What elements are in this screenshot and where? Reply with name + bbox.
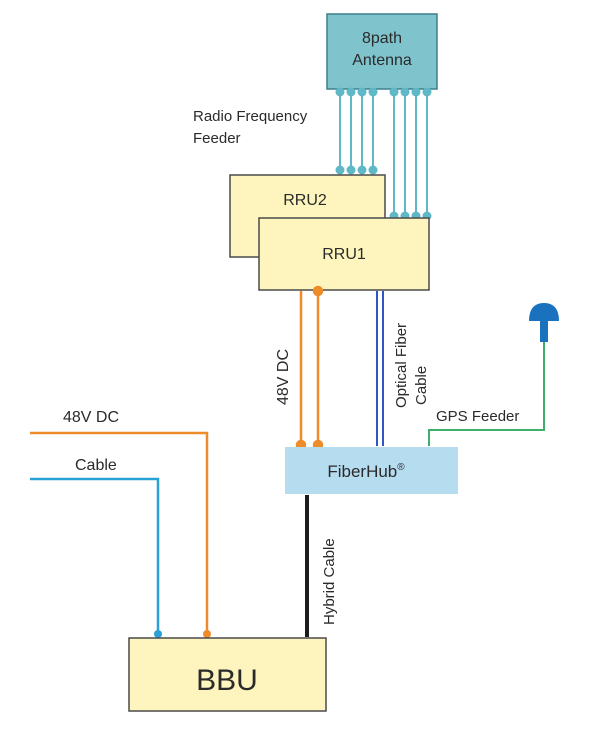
- antenna-label-line2: Antenna: [352, 52, 412, 69]
- dc-48v-vertical-label: 48V DC: [275, 349, 292, 405]
- hybrid-cable-label: Hybrid Cable: [321, 538, 338, 625]
- cable-left: [30, 477, 160, 634]
- rf-feeder-label-line1: Radio Frequency: [193, 108, 308, 125]
- optical-fiber-label-line1: Optical Fiber: [393, 323, 410, 408]
- rf-feeders-rru1: [389, 87, 432, 221]
- cable-left-label: Cable: [75, 457, 117, 474]
- dc-48v-left-label: 48V DC: [63, 409, 119, 426]
- bbu-label: BBU: [196, 664, 258, 697]
- antenna-label-line1: 8path: [362, 30, 402, 47]
- fiberhub-name: FiberHub: [327, 462, 397, 481]
- rf-feeders-rru2: [335, 87, 378, 175]
- dc-cable-left-endpoint: [203, 630, 211, 638]
- antenna-box: [326, 13, 438, 90]
- rf-feeder-label-line2: Feeder: [193, 130, 241, 147]
- gps-antenna-icon: [529, 303, 559, 342]
- dc-cables-rru1: [295, 285, 324, 451]
- rru1-label: RRU1: [322, 246, 366, 263]
- optical-fiber-cables: [376, 291, 384, 446]
- gps-feeder-label: GPS Feeder: [436, 408, 519, 425]
- cable-left-endpoint: [154, 630, 162, 638]
- optical-fiber-label-line2: Cable: [413, 366, 430, 405]
- fiberhub-label: FiberHub®: [327, 462, 405, 481]
- gps-feeder-cable: [428, 340, 545, 446]
- rru1-box: [258, 217, 430, 291]
- fiberhub-box: [285, 447, 458, 494]
- dc-cable-left: [30, 431, 209, 634]
- bbu-box: [128, 637, 327, 712]
- fiberhub-mark: ®: [397, 462, 405, 473]
- rru2-label: RRU2: [283, 192, 327, 209]
